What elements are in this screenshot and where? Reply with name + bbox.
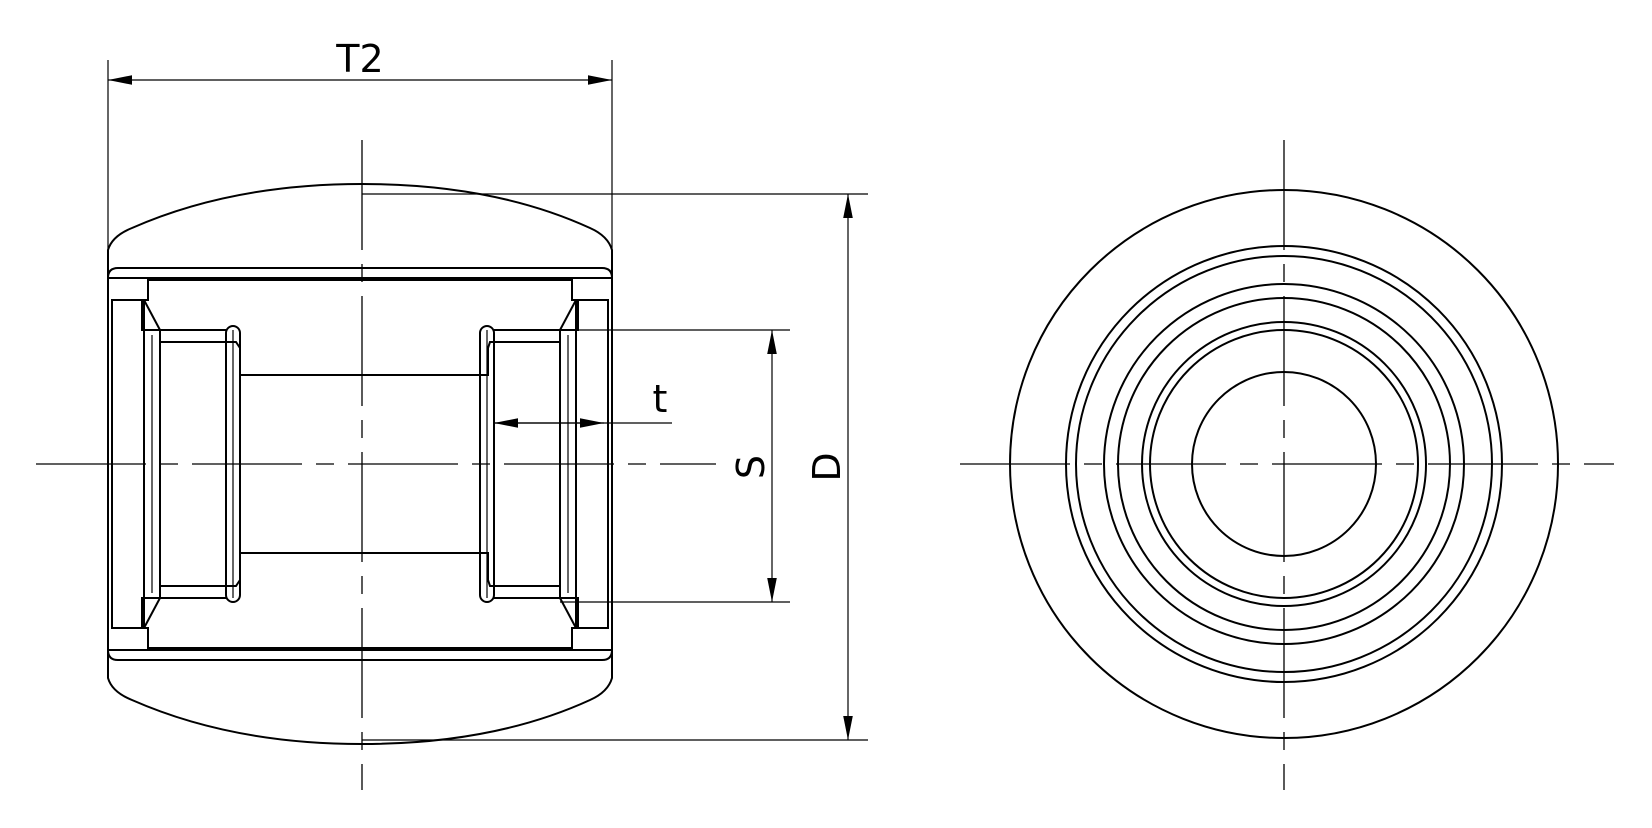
tyre-top-section [107, 182, 613, 279]
tyre-bottom-section [107, 649, 613, 746]
dimension-label-d: D [805, 452, 849, 481]
dimension-label-t: t [653, 377, 668, 421]
hub-bottom-section [141, 552, 579, 649]
dimension-label-t2: T2 [335, 37, 383, 81]
dimension-t2: T2 [107, 37, 613, 250]
hub-top-section [141, 279, 579, 376]
dimension-t: t [494, 377, 672, 428]
section-view [36, 140, 716, 790]
dimension-label-s: S [729, 455, 773, 479]
dimension-d: D [362, 193, 868, 741]
front-view [960, 140, 1614, 790]
dimension-s: S [560, 329, 790, 603]
